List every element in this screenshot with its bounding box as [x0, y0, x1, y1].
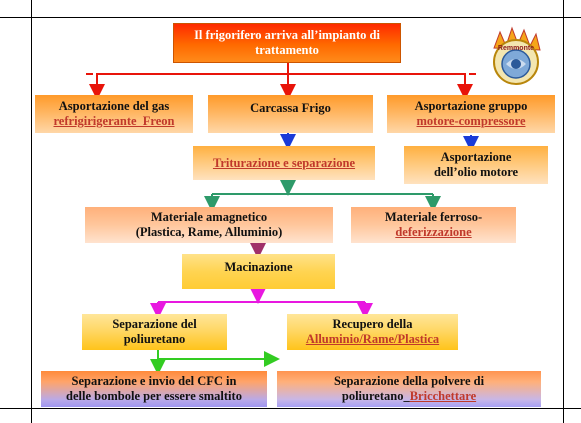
frame-top-line	[0, 17, 581, 18]
box-polyurethane-line2: poliuretano	[123, 332, 186, 346]
frame-right-line	[563, 0, 564, 423]
link-triturazione[interactable]: Triturazione e separazione	[212, 155, 356, 170]
magenta-connector	[150, 288, 373, 319]
box-gas-removal: Asportazione del gas refrigirigerante_Fr…	[35, 95, 193, 133]
box-shredding: Triturazione e separazione	[193, 146, 375, 180]
lime-connector	[150, 350, 280, 375]
box-compressor-removal: Asportazione gruppo motore-compressore	[387, 95, 555, 133]
logo-text: Remmonte	[498, 45, 534, 52]
link-freon[interactable]: refrigirigerante_Freon	[53, 114, 175, 128]
box-grinding: Macinazione	[182, 254, 335, 289]
box-oil-removal-line1: Asportazione	[440, 150, 512, 164]
box-fridge-arrives-text: Il frigorifero arriva all’impianto di tr…	[194, 28, 380, 57]
box-polyurethane-separation: Separazione del poliuretano	[82, 314, 227, 350]
box-powder-line2-plain: poliuretano_	[341, 389, 410, 403]
box-ferrous-line1: Materiale ferroso-	[384, 210, 483, 224]
box-polyurethane-line1: Separazione del	[112, 317, 197, 331]
box-ferrous: Materiale ferroso- deferizzazione	[351, 207, 516, 243]
box-powder-line1: Separazione della polvere di	[333, 374, 485, 388]
link-motore-compressore[interactable]: motore-compressore	[416, 114, 526, 128]
box-metal-recovery-line1: Recupero della	[332, 317, 413, 331]
frame-bottom-line	[0, 408, 581, 409]
link-deferizzazione[interactable]: deferizzazione	[395, 225, 472, 239]
box-gas-removal-line1: Asportazione del gas	[58, 99, 170, 113]
box-compressor-removal-line1: Asportazione gruppo	[414, 99, 528, 113]
link-bricchettare[interactable]: Bricchettare	[409, 389, 477, 403]
box-powder-line2: poliuretano_Bricchettare	[342, 389, 476, 404]
box-oil-removal: Asportazione dell’olio motore	[404, 146, 548, 184]
blue-connector	[280, 133, 479, 152]
link-alluminio-rame-plastica[interactable]: Alluminio/Rame/Plastica	[305, 332, 440, 346]
box-powder-separation: Separazione della polvere di poliuretano…	[277, 371, 541, 407]
remmonte-logo: Remmonte	[486, 24, 546, 88]
box-non-magnetic: Materiale amagnetico (Plastica, Rame, Al…	[85, 207, 333, 243]
box-grinding-text: Macinazione	[224, 260, 293, 274]
green-connector	[204, 180, 441, 212]
box-carcassa-text: Carcassa Frigo	[250, 101, 331, 115]
box-carcassa: Carcassa Frigo	[208, 95, 373, 133]
box-cfc-line1: Separazione e invio del CFC in	[71, 374, 237, 388]
box-non-magnetic-line2: (Plastica, Rame, Alluminio)	[135, 225, 283, 239]
red-connector	[86, 63, 476, 100]
box-cfc-line2: delle bombole per essere smaltito	[66, 389, 242, 403]
frame-left-line	[31, 0, 32, 423]
box-metal-recovery: Recupero della Alluminio/Rame/Plastica	[287, 314, 458, 350]
box-fridge-arrives: Il frigorifero arriva all’impianto di tr…	[173, 23, 401, 63]
box-oil-removal-line2: dell’olio motore	[433, 165, 519, 179]
box-non-magnetic-line1: Materiale amagnetico	[150, 210, 268, 224]
box-cfc-separation: Separazione e invio del CFC in delle bom…	[41, 371, 267, 407]
